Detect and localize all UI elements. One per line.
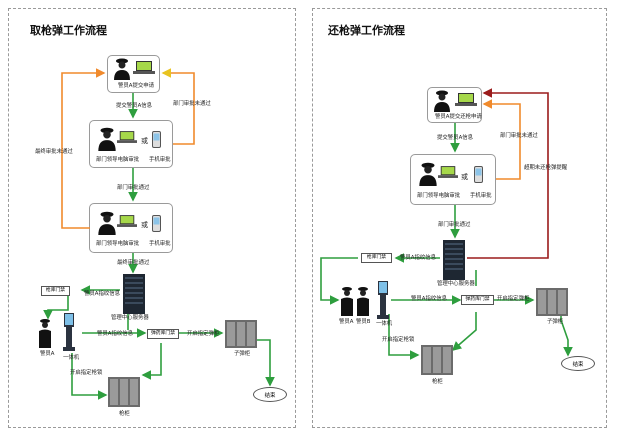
right-gun-room-door: 枪库门禁 (361, 253, 392, 263)
police-officer-icon (39, 319, 51, 348)
left-or-1: 或 (141, 137, 148, 145)
left-dept-reject-label: 部门审批未通过 (173, 101, 211, 107)
left-final-reject-label: 最终审批未通过 (35, 149, 73, 155)
right-fingerprint-label-2: 警员A指纹信息 (411, 296, 448, 302)
police-officer-icon (341, 287, 353, 316)
right-officer-apply-label: 警员A提交还枪申请 (435, 114, 482, 120)
left-officer-label: 警员A (40, 351, 55, 357)
right-submit-info-label: 提交警员A信息 (437, 135, 474, 141)
right-kiosk-label: 一体机 (376, 321, 393, 327)
left-server-label: 管理中心服务器 (111, 315, 149, 321)
right-officer-b-label: 警员B (356, 319, 371, 325)
right-fingerprint-label-1: 警员A指纹信息 (400, 255, 437, 261)
right-panel (312, 8, 607, 428)
mobile-phone-icon (474, 166, 483, 183)
left-gun-room-door: 枪库门禁 (41, 286, 70, 296)
right-dept-approval-label: 部门领导电脑审批 (417, 193, 461, 199)
left-kiosk-label: 一体机 (63, 355, 80, 361)
right-or: 或 (461, 173, 468, 181)
left-open-ammo-label: 开启指定弹柜 (187, 331, 220, 337)
left-fingerprint-label-2: 警员A指纹信息 (97, 331, 134, 337)
server-rack-icon (443, 240, 465, 280)
right-overdue-alert-label: 超期未还枪弹提醒 (524, 165, 568, 171)
police-officer-icon (98, 127, 116, 151)
right-dept-reject-label: 部门审批未通过 (500, 133, 538, 139)
kiosk-icon (63, 313, 75, 351)
laptop-icon (117, 131, 137, 143)
police-officer-icon (114, 58, 130, 80)
mobile-phone-icon (152, 215, 161, 232)
left-officer-apply-label: 警员A提交申请 (118, 83, 155, 89)
right-ammo-cabinet-label: 子弹柜 (547, 319, 564, 325)
police-officer-icon (357, 287, 369, 316)
left-open-gun-lock-label: 开启指定枪锁 (70, 370, 103, 376)
right-dept-pass-label: 部门审批通过 (438, 222, 471, 228)
left-panel (8, 8, 296, 428)
cabinet-icon (536, 288, 568, 316)
right-ammo-door: 弹药库门禁 (461, 295, 494, 305)
mobile-phone-icon (152, 131, 161, 148)
cabinet-icon (108, 377, 140, 407)
police-officer-icon (434, 90, 450, 112)
left-dept-approval-label-1: 部门领导电脑审批 (96, 157, 140, 163)
laptop-icon (133, 61, 155, 74)
kiosk-icon (377, 281, 389, 319)
police-officer-icon (419, 162, 437, 186)
left-final-pass-label: 最终审批通过 (117, 260, 150, 266)
right-end-node: 结束 (561, 356, 595, 371)
right-open-gun-lock-label: 开启指定枪锁 (382, 337, 415, 343)
left-mobile-approval-label-1: 手机审批 (149, 157, 171, 163)
left-mobile-approval-label-2: 手机审批 (149, 241, 171, 247)
laptop-icon (438, 166, 458, 178)
laptop-icon (117, 215, 137, 227)
left-or-2: 或 (141, 221, 148, 229)
cabinet-icon (225, 320, 257, 348)
left-ammo-door: 弹药库门禁 (147, 329, 179, 339)
right-officer-a-label: 警员A (339, 319, 354, 325)
left-title: 取枪弹工作流程 (30, 24, 107, 37)
left-dept-approval-label-2: 部门领导电脑审批 (96, 241, 140, 247)
police-officer-icon (98, 211, 116, 235)
right-gun-cabinet-label: 枪柜 (432, 379, 443, 385)
left-end-node: 结束 (253, 387, 287, 402)
left-dept-pass-label: 部门审批通过 (117, 185, 150, 191)
server-rack-icon (123, 274, 145, 314)
left-ammo-cabinet-label: 子弹柜 (234, 351, 251, 357)
right-title: 还枪弹工作流程 (328, 24, 405, 37)
left-submit-info-label: 提交警员A信息 (116, 103, 153, 109)
left-fingerprint-label-1: 警员A指纹信息 (84, 291, 121, 297)
cabinet-icon (421, 345, 453, 375)
laptop-icon (455, 93, 477, 106)
right-mobile-approval-label: 手机审批 (470, 193, 492, 199)
left-gun-cabinet-label: 枪柜 (119, 411, 130, 417)
right-server-label: 管理中心服务器 (437, 281, 475, 287)
right-open-ammo-label: 开启指定弹柜 (497, 296, 530, 302)
